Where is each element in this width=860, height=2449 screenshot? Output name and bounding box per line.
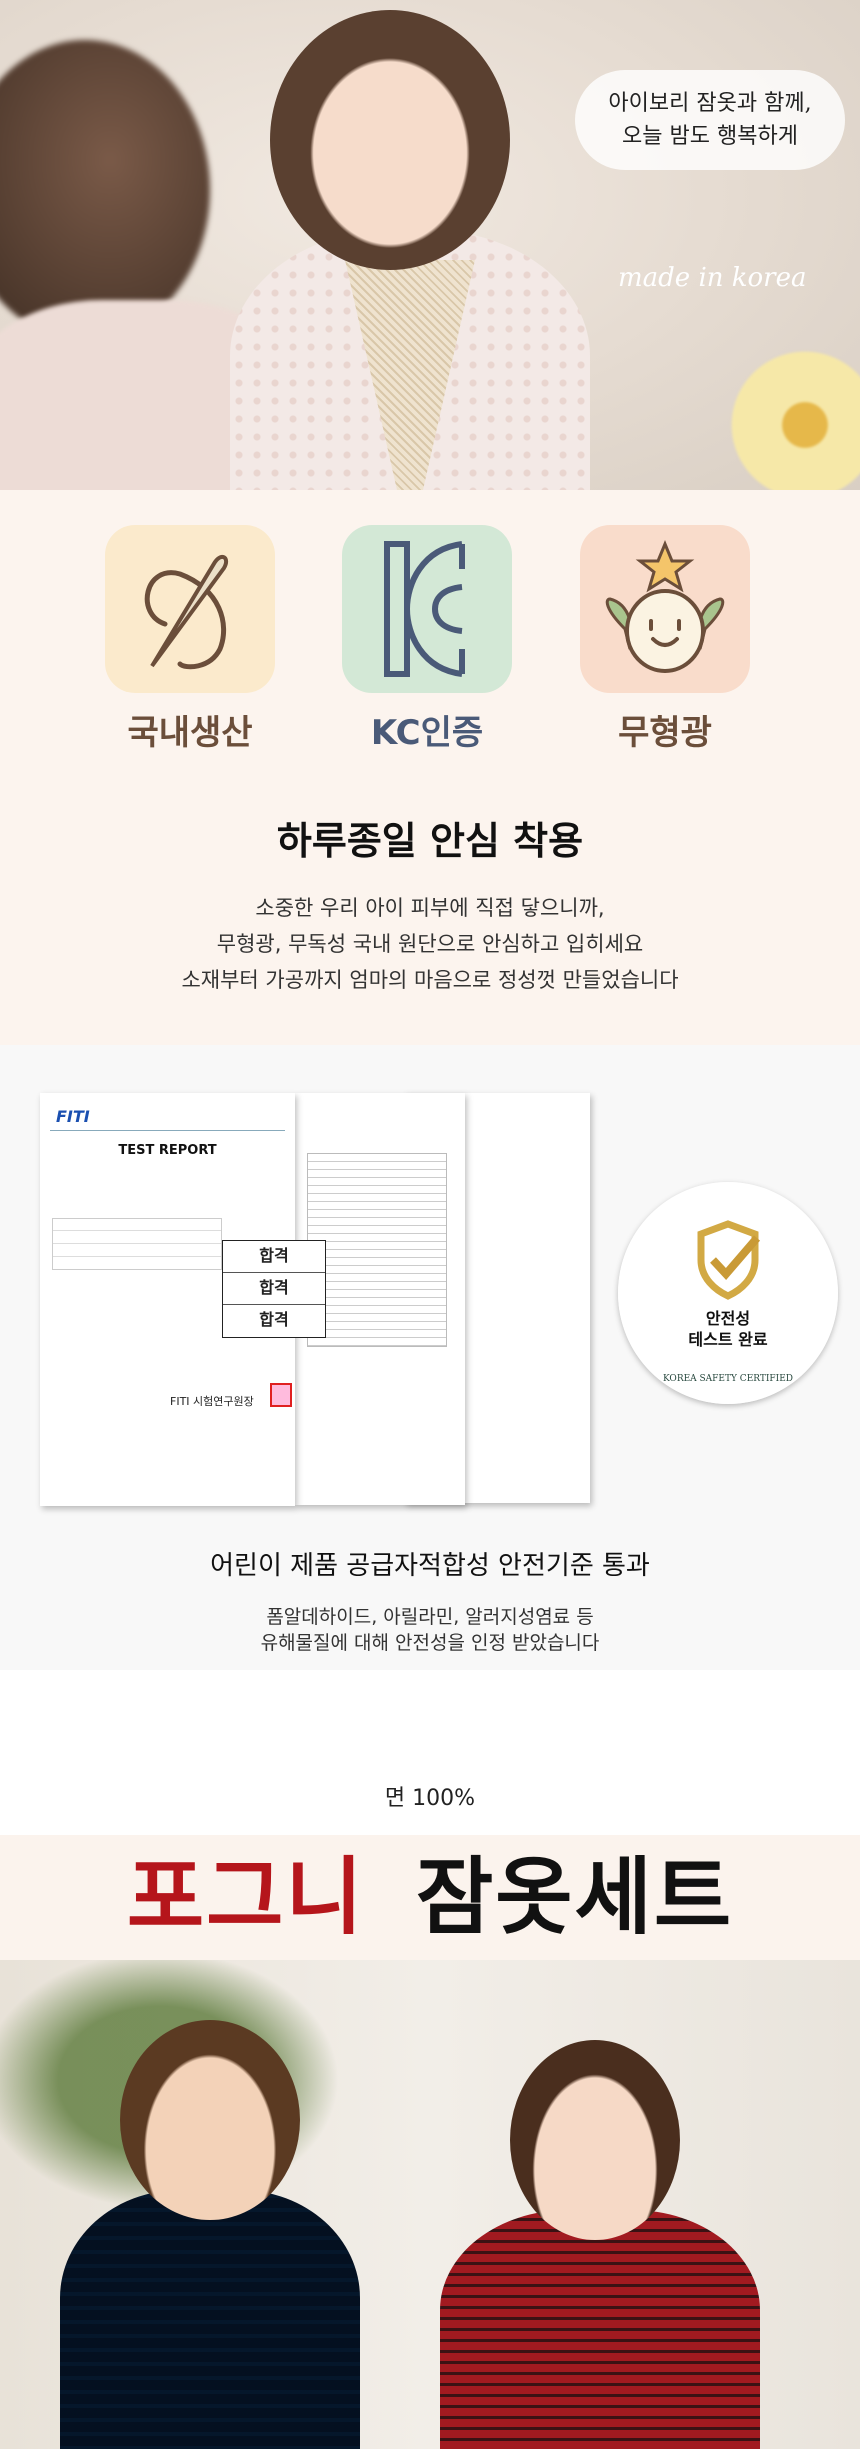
pass-label: 합격 [223,1241,325,1273]
cert-title-wrap: 어린이 제품 공급자적합성 안전기준 통과 [0,1545,860,1582]
speech-line-2: 오늘 밤도 행복하게 [622,124,798,149]
made-in-korea: made in korea [618,263,807,293]
fiti-logo: FITI [56,1107,90,1126]
cert-title: 어린이 제품 공급자적합성 안전기준 통과 [192,1551,668,1581]
comfort-line: 소재부터 가공까지 엄마의 마음으로 정성껏 만들었습니다 [181,968,679,992]
speech-line-1: 아이보리 잠옷과 함께, [608,91,812,116]
cert-line: 유해물질에 대해 안전성을 인정 받았습니다 [260,1632,600,1654]
hero-photo: 아이보리 잠옷과 함께, 오늘 밤도 행복하게 made in korea [0,0,860,490]
shield-check-icon [697,1220,761,1300]
comfort-title-wrap: 하루종일 안심 착용 [0,810,860,865]
product-photo [0,1960,860,2449]
pass-label: 합격 [223,1273,325,1305]
cert-line: 폼알데하이드, 아릴라민, 알러지성염료 등 [266,1606,594,1628]
seal-stamp [270,1383,292,1407]
product-name: 포그니 잠옷세트 [0,1835,860,1960]
girl-face [510,2040,680,2240]
badge-line-1: 안전성 [705,1309,751,1328]
report-issuer: FITI 시험연구원장 [170,1395,254,1408]
daisy-flower [720,340,860,490]
girl-pajama-red [440,2210,760,2449]
material-label: 면 100% [384,1786,476,1811]
badge-line-2: 테스트 완료 [688,1330,768,1349]
needle-thread-icon [105,525,275,693]
report-table [52,1218,222,1270]
product-name-red: 포그니 [126,1848,365,1946]
speech-bubble: 아이보리 잠옷과 함께, 오늘 밤도 행복하게 [575,70,845,170]
feature-label-nonfluorescent: 무형광 [618,713,712,753]
product-name-black: 잠옷세트 [415,1848,734,1946]
pass-label: 합격 [259,1310,289,1329]
comfort-title: 하루종일 안심 착용 [259,819,601,863]
badge-ring-text: KOREA SAFETY CERTIFIED [662,1374,794,1384]
report-title: TEST REPORT [118,1143,217,1158]
kc-mark-icon [342,525,512,693]
girl-face [270,10,510,270]
smiley-sprout-icon [580,525,750,693]
feature-label-kc: KC인증 [370,713,484,753]
report-page-2 [295,1093,465,1505]
pass-results: 합격 합격 합격 [222,1240,326,1338]
comfort-body: 소중한 우리 아이 피부에 직접 닿으니까, 무형광, 무독성 국내 원단으로 … [0,890,860,998]
cert-body: 폼알데하이드, 아릴라민, 알러지성염료 등 유해물질에 대해 안전성을 인정 … [0,1604,860,1656]
boy-pajama [60,2190,360,2449]
boy-face [120,2020,300,2220]
safety-badge: 안전성 테스트 완료 KOREA SAFETY CERTIFIED [618,1182,838,1404]
comfort-line: 무형광, 무독성 국내 원단으로 안심하고 입히세요 [216,932,644,956]
feature-label-domestic: 국내생산 [127,713,253,753]
background-child [0,40,210,340]
comfort-line: 소중한 우리 아이 피부에 직접 닿으니까, [255,896,605,920]
